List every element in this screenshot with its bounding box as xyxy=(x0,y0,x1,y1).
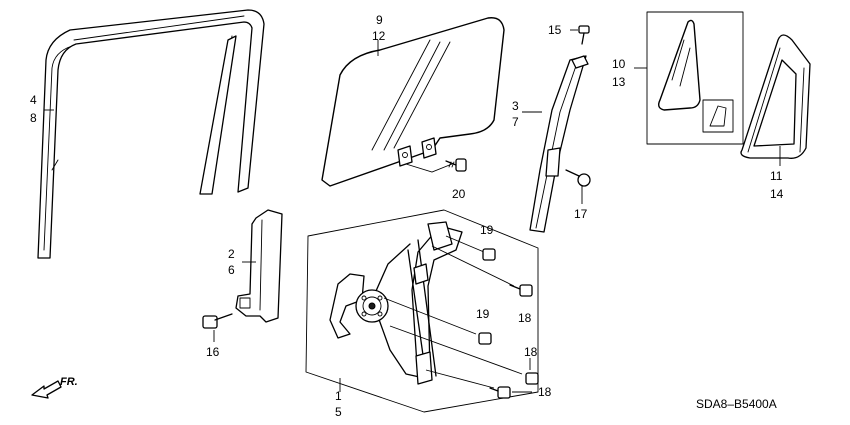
regulator-group-outline xyxy=(305,209,539,413)
rear-door-run-channel xyxy=(37,9,265,259)
screw-15-icon xyxy=(578,25,590,45)
part-label-8: 8 xyxy=(30,111,37,125)
diagram-code: SDA8–B5400A xyxy=(696,397,777,411)
leader-18a xyxy=(431,245,515,287)
bolt-16-icon xyxy=(202,313,233,329)
quarter-glass-frame xyxy=(646,11,744,145)
part-label-4: 4 xyxy=(30,93,37,107)
part-label-1: 1 xyxy=(335,389,342,403)
bolt-20-icon xyxy=(445,158,467,172)
part-label-2: 2 xyxy=(228,247,235,261)
bolt-19b-icon xyxy=(478,332,492,345)
part-label-3: 3 xyxy=(512,99,519,113)
part-label-17: 17 xyxy=(574,207,588,221)
part-label-16: 16 xyxy=(206,345,220,359)
bolt-18c-icon xyxy=(489,386,511,399)
part-label-20: 20 xyxy=(452,187,466,201)
rear-lower-channel xyxy=(235,209,283,323)
front-indicator-label: FR. xyxy=(60,376,78,388)
leader-18b xyxy=(389,325,523,375)
part-label-5: 5 xyxy=(335,405,342,419)
part-label-10: 10 xyxy=(612,57,626,71)
bolt-19a-icon xyxy=(482,248,496,261)
part-label-11: 11 xyxy=(770,169,783,183)
part-label-9: 9 xyxy=(376,13,383,27)
bolt-17-icon xyxy=(565,169,591,187)
center-sash xyxy=(529,55,589,233)
part-label-12: 12 xyxy=(372,29,386,43)
part-label-6: 6 xyxy=(228,263,235,277)
door-glass xyxy=(321,17,505,187)
part-label-14: 14 xyxy=(770,187,784,201)
part-label-19b: 19 xyxy=(476,307,490,321)
part-label-18c: 18 xyxy=(538,385,552,399)
part-label-13: 13 xyxy=(612,75,626,89)
leader-18c xyxy=(425,369,495,389)
part-label-18a: 18 xyxy=(518,311,532,325)
leader-19a xyxy=(445,235,485,253)
bolt-18a-icon xyxy=(509,284,533,297)
bolt-18b-icon xyxy=(525,372,539,385)
leader-20 xyxy=(405,163,453,173)
part-label-18b: 18 xyxy=(524,345,538,359)
part-label-15: 15 xyxy=(548,23,562,37)
part-label-19a: 19 xyxy=(480,223,494,237)
front-arrow-icon xyxy=(31,380,62,399)
part-label-7: 7 xyxy=(512,115,519,129)
leader-19b xyxy=(383,297,477,335)
quarter-weatherstrip xyxy=(740,34,811,159)
